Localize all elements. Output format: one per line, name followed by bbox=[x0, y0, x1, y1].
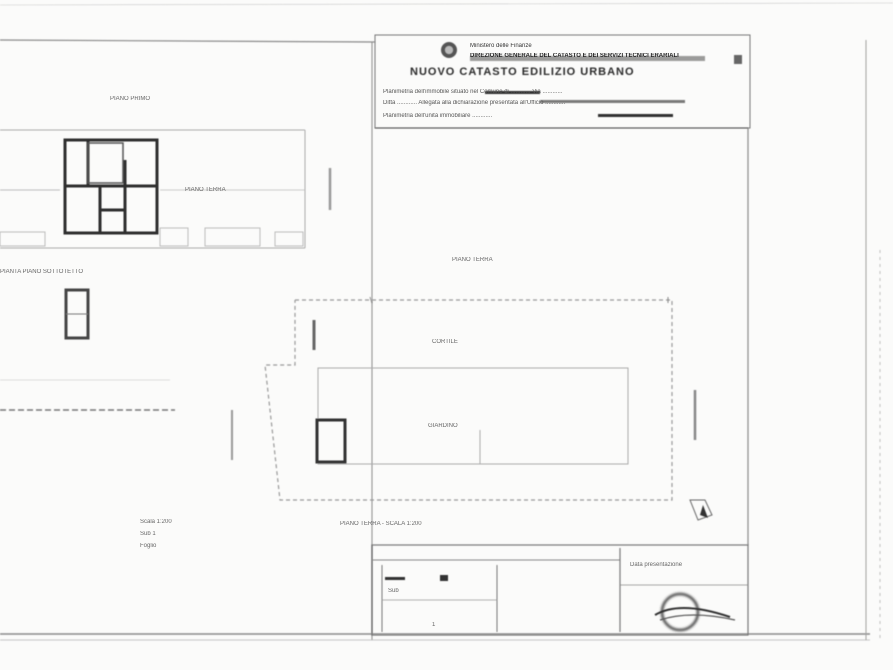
label-bottom-title: PIANO TERRA - SCALA 1:200 bbox=[340, 521, 422, 527]
title-block bbox=[374, 34, 751, 129]
footer-box-num2: 1 bbox=[432, 622, 436, 628]
floor-plan-attic bbox=[0, 288, 233, 460]
sheet-frame bbox=[0, 2, 893, 641]
header-line-3: Planimetria dell'unità immobiliare .....… bbox=[383, 113, 493, 119]
label-bottom-left-1: Scala 1:200 bbox=[140, 519, 172, 525]
lot-plan-ground bbox=[264, 296, 713, 521]
label-court: GIARDINO bbox=[428, 423, 458, 429]
label-plan-level: PIANO TERRA bbox=[185, 187, 226, 193]
bottom-title-block bbox=[371, 544, 749, 636]
ministry-name: Ministero delle Finanze bbox=[470, 43, 532, 49]
label-side-left: PIANTA PIANO SOTTOTETTO bbox=[0, 269, 84, 275]
header-line-2: Ditta ............ Allegata alla dichiar… bbox=[383, 100, 566, 106]
label-bottom-left-2: Sub 1 bbox=[140, 531, 156, 537]
label-plan-top: PIANO PRIMO bbox=[110, 96, 151, 102]
label-garage: CORTILE bbox=[432, 339, 458, 345]
label-bottom-left-3: Foglio bbox=[140, 543, 157, 549]
floor-plan-first bbox=[0, 129, 332, 249]
header-line-1: Planimetria dell'immobile situato nel Co… bbox=[383, 89, 563, 95]
document-title: NUOVO CATASTO EDILIZIO URBANO bbox=[410, 66, 635, 78]
label-plan-main: PIANO TERRA bbox=[452, 257, 493, 263]
footer-box-num: Sub bbox=[388, 588, 399, 594]
agency-name: DIREZIONE GENERALE DEL CATASTO E DEI SER… bbox=[470, 53, 679, 59]
stamp-text: Data presentazione bbox=[630, 562, 683, 568]
